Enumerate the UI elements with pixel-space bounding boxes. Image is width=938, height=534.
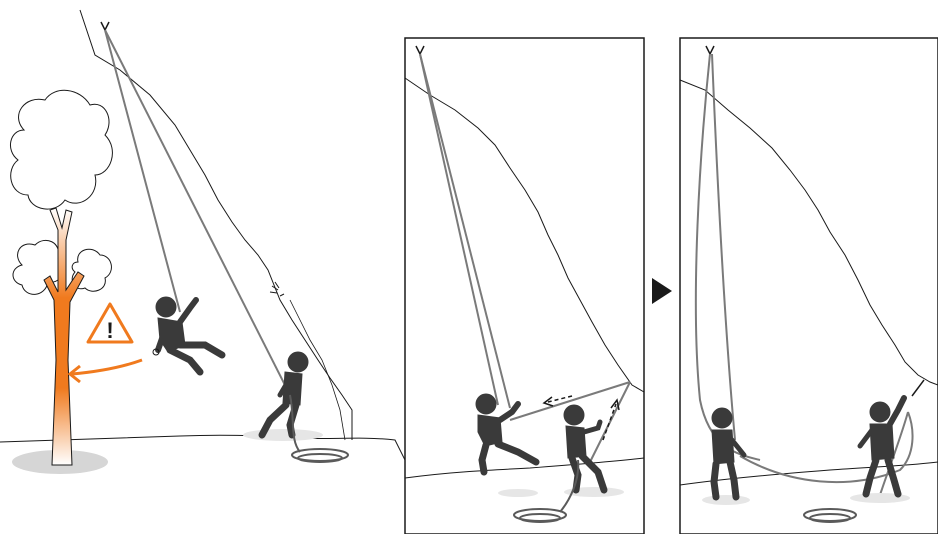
play-arrow-icon — [652, 278, 672, 304]
climber-hanging-2 — [476, 394, 538, 497]
climber-hanging — [156, 297, 222, 372]
belayer-2 — [564, 405, 624, 497]
panel-1: ! — [0, 10, 405, 474]
climber-standing-3 — [702, 408, 750, 505]
rock-face-1 — [80, 10, 352, 440]
rock-face-3 — [680, 80, 938, 385]
rope-2b — [420, 54, 510, 408]
anchor-icon — [706, 46, 714, 54]
panel-3 — [680, 38, 938, 534]
rope-1a — [105, 30, 180, 312]
exclamation-triangle-icon: ! — [88, 304, 132, 343]
belayer-1 — [243, 352, 323, 441]
anchor-icon — [416, 46, 424, 54]
rope-2a — [420, 54, 498, 405]
panel-2 — [405, 38, 644, 534]
rope-3b — [712, 54, 735, 440]
belayer-3 — [850, 398, 910, 503]
tree-icon — [10, 90, 112, 474]
anchor-icon — [101, 22, 109, 30]
warning-mark: ! — [106, 318, 113, 343]
ground-2 — [405, 458, 644, 478]
rock-face-2 — [405, 78, 644, 392]
rope-2d — [590, 382, 630, 462]
falling-debris-icon — [270, 282, 284, 296]
pull-arrow — [912, 380, 924, 396]
rope-1b — [105, 30, 290, 395]
arrow-to-tree — [72, 360, 142, 374]
rope-coil-3 — [804, 509, 856, 522]
rope-3a — [696, 54, 760, 460]
